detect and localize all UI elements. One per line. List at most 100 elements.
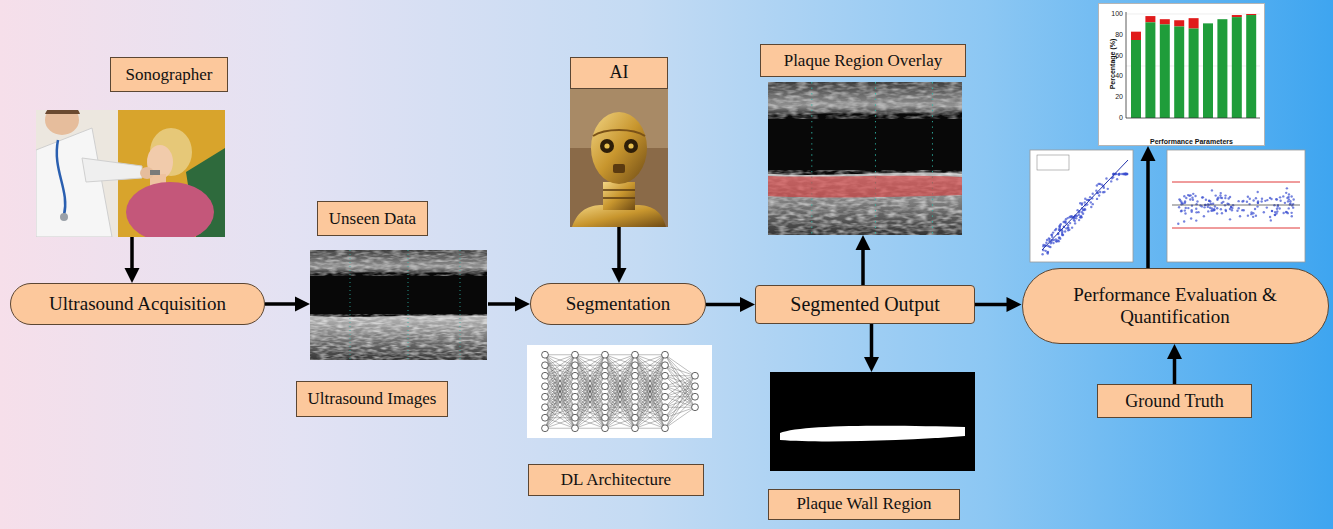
robot-eye (628, 143, 633, 148)
ba-dot (1237, 200, 1239, 202)
network-neuron (632, 414, 639, 421)
scatter-dot (1071, 215, 1073, 217)
scatter-dot (1081, 211, 1083, 213)
ba-dot (1279, 196, 1281, 198)
ba-dot (1201, 205, 1203, 207)
bar-top (1160, 19, 1170, 24)
network-link (635, 355, 665, 429)
scatter-dot (1118, 173, 1120, 175)
ba-dot (1197, 211, 1199, 213)
axis-tick: 60 (1103, 51, 1123, 61)
network-ground (527, 345, 712, 438)
ba-dot (1288, 198, 1290, 200)
node-text: Plaque Wall Region (796, 494, 931, 514)
ba-dot (1247, 214, 1249, 216)
ba-dot (1266, 206, 1268, 208)
label-box: AI (570, 57, 668, 89)
scatter-dot (1086, 199, 1088, 201)
network-neuron (542, 351, 549, 358)
scatter-dot (1098, 194, 1100, 196)
network-link (545, 355, 575, 387)
ba-dot (1275, 198, 1277, 200)
ba-dot (1257, 191, 1259, 193)
ba-dot (1224, 194, 1226, 196)
axis-tick: 80 (1103, 30, 1123, 40)
network-neuron (632, 383, 639, 390)
network-link (575, 355, 605, 429)
robot-mouth (613, 164, 625, 173)
scatter-dot (1092, 203, 1094, 205)
network-link (575, 386, 605, 428)
ba-dot (1183, 220, 1185, 222)
network-link (635, 407, 665, 428)
bar-top (1131, 32, 1141, 40)
network-link (635, 355, 665, 387)
network-link (605, 355, 635, 408)
network-link (575, 355, 605, 397)
ba-dot (1276, 210, 1278, 212)
network-neuron (572, 351, 579, 358)
network-neuron (542, 362, 549, 369)
network-neuron (662, 351, 669, 358)
node-text: DL Architecture (561, 470, 671, 490)
scatter-dot (1092, 192, 1094, 194)
network-link (635, 354, 665, 355)
stethoscope (57, 140, 65, 215)
network-neuron (572, 425, 579, 432)
face (147, 145, 173, 179)
network-link (605, 407, 635, 428)
arrow-head (864, 357, 879, 372)
ba-dot (1270, 198, 1272, 200)
ba-dot (1260, 200, 1262, 202)
scatter-dot (1079, 216, 1081, 218)
bar-top (1246, 14, 1256, 15)
network-link (605, 355, 635, 376)
network-link (665, 376, 695, 408)
ba-dot (1209, 200, 1211, 202)
network-neuron (542, 404, 549, 411)
ba-dot (1285, 192, 1287, 194)
network-link (545, 355, 575, 429)
network-link (605, 418, 635, 429)
ba-dot (1231, 207, 1233, 209)
scatter-dot (1095, 189, 1097, 191)
network-link (605, 386, 635, 428)
ba-dot (1289, 202, 1291, 204)
connector (856, 235, 871, 285)
network-neuron (632, 425, 639, 432)
network-link (575, 355, 605, 397)
ba-dot (1211, 207, 1213, 209)
ba-dot (1207, 206, 1209, 208)
process-pill: Segmentation (530, 283, 706, 325)
ultrasound-image (310, 250, 487, 360)
scatter-dot (1124, 173, 1126, 175)
node-text: Performance Parameters (1150, 138, 1233, 145)
ba-dot (1285, 211, 1287, 213)
network-neuron (632, 362, 639, 369)
network-neuron (542, 393, 549, 400)
network-neuron (602, 372, 609, 379)
arrow-head (740, 297, 755, 312)
network-neuron (542, 425, 549, 432)
node-text: Segmentation (566, 293, 670, 315)
label-box: Plaque Region Overlay (760, 44, 966, 77)
axis-tick: 20 (1103, 92, 1123, 102)
connector (125, 237, 140, 283)
node-text: Ultrasound Images (308, 389, 437, 409)
node-text: Segmented Output (790, 293, 939, 316)
ba-dot (1177, 223, 1179, 225)
network-link (545, 365, 575, 428)
network-link (635, 355, 665, 408)
ba-dot (1216, 197, 1218, 199)
ba-dot (1203, 215, 1205, 217)
scatter-dot (1055, 238, 1057, 240)
ba-dot (1205, 199, 1207, 201)
network-link (605, 355, 635, 366)
network-drawing (542, 351, 699, 431)
node-text: Ultrasound Acquisition (49, 293, 226, 315)
network-neuron (692, 372, 699, 379)
ba-dot (1207, 210, 1209, 212)
scatter-dot (1041, 253, 1043, 255)
scatter-dot (1057, 239, 1059, 241)
network-link (605, 397, 635, 429)
